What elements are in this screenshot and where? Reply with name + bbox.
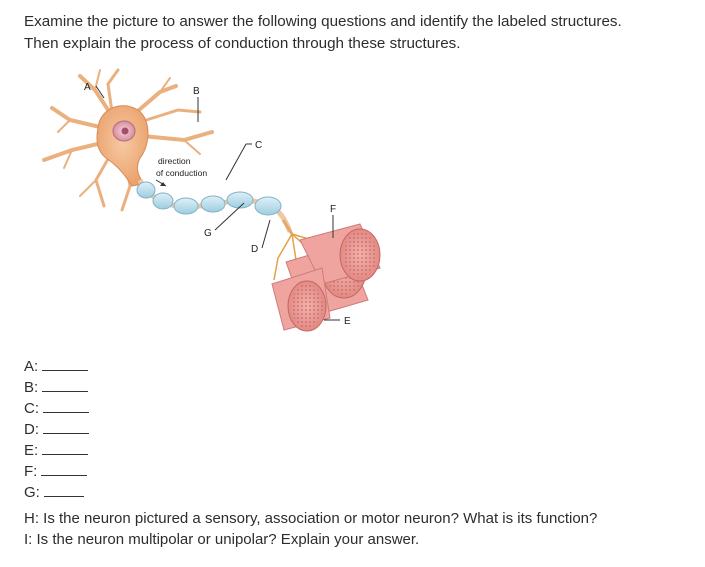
answer-blank-g[interactable]	[43, 484, 84, 497]
instructions-line-1: Examine the picture to answer the follow…	[24, 13, 622, 30]
label-c: C	[255, 140, 262, 151]
answer-blank-d[interactable]	[43, 421, 89, 434]
answer-row-g: G:	[24, 484, 84, 501]
label-d: D	[251, 244, 258, 255]
question-h: H: Is the neuron pictured a sensory, ass…	[24, 510, 598, 527]
axon-terminals	[273, 233, 341, 285]
answer-label-d: D:	[24, 421, 39, 438]
answer-label-a: A:	[24, 358, 39, 375]
answer-blank-e[interactable]	[42, 442, 89, 455]
answer-label-f: F:	[24, 463, 38, 480]
answer-row-e: E:	[24, 442, 89, 459]
answer-blank-c[interactable]	[43, 400, 89, 413]
answer-row-f: F:	[24, 463, 88, 480]
nucleus	[112, 120, 136, 142]
instructions-line-2: Then explain the process of conduction t…	[24, 35, 461, 52]
answer-blank-f[interactable]	[41, 463, 88, 476]
answer-row-b: B:	[24, 379, 89, 396]
myelin-sheath	[136, 181, 282, 216]
cell-body	[96, 105, 149, 187]
muscle-fibers	[271, 223, 381, 332]
dendrites	[42, 68, 214, 212]
answer-row-c: C:	[24, 400, 89, 417]
answer-label-c: C:	[24, 400, 39, 417]
direction-label-line-1: direction	[158, 156, 191, 166]
label-a: A	[84, 82, 91, 93]
direction-label-line-2: of conduction	[156, 168, 207, 178]
label-e: E	[344, 316, 351, 327]
answer-row-d: D:	[24, 421, 89, 438]
answer-blank-b[interactable]	[42, 379, 89, 392]
answer-row-a: A:	[24, 358, 89, 375]
instructions: Examine the picture to answer the follow…	[24, 11, 694, 55]
question-i: I: Is the neuron multipolar or unipolar?…	[24, 531, 420, 548]
nucleolus	[121, 127, 129, 135]
answer-blank-a[interactable]	[42, 358, 89, 371]
label-f: F	[330, 204, 336, 215]
answer-label-g: G:	[24, 484, 40, 501]
axon	[136, 178, 294, 235]
label-g: G	[204, 228, 212, 239]
answer-label-b: B:	[24, 379, 39, 396]
label-b: B	[193, 86, 200, 97]
answer-label-e: E:	[24, 442, 39, 459]
